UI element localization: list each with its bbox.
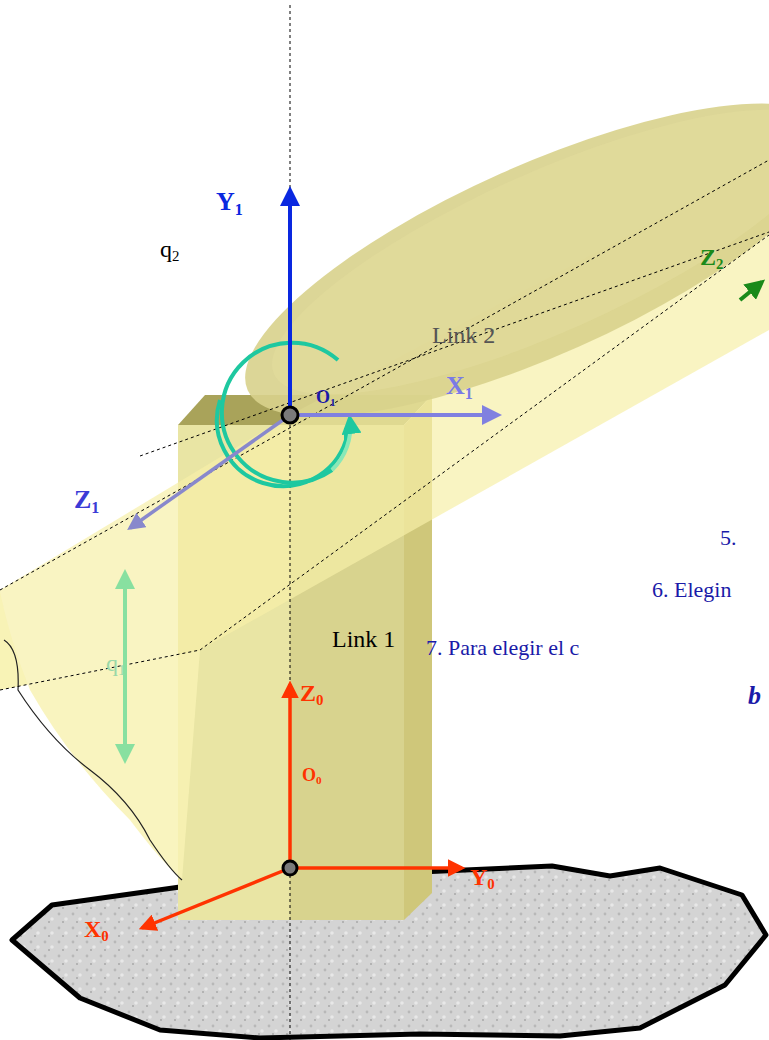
link-name: Link 1	[332, 626, 395, 652]
axis-label: X0	[84, 916, 109, 942]
origin-label: O0	[302, 766, 322, 786]
joint-variable: q1	[106, 650, 125, 676]
step-text: 6. Elegin	[652, 578, 731, 602]
origin-label: O1	[316, 388, 336, 408]
axis-label: Z2	[700, 244, 723, 270]
axis-label: Z1	[74, 486, 99, 515]
axis-label: X1	[446, 372, 473, 401]
joint-variable: q2	[160, 236, 179, 262]
step-text: 7. Para elegir el c	[426, 636, 579, 660]
link-name: Link 2	[432, 322, 495, 348]
axis-label: Y0	[470, 864, 495, 890]
axis-label: Y1	[216, 188, 243, 217]
axis-label: Z0	[300, 680, 323, 706]
step-text: 5.	[720, 526, 737, 550]
step-text: b	[748, 682, 761, 711]
